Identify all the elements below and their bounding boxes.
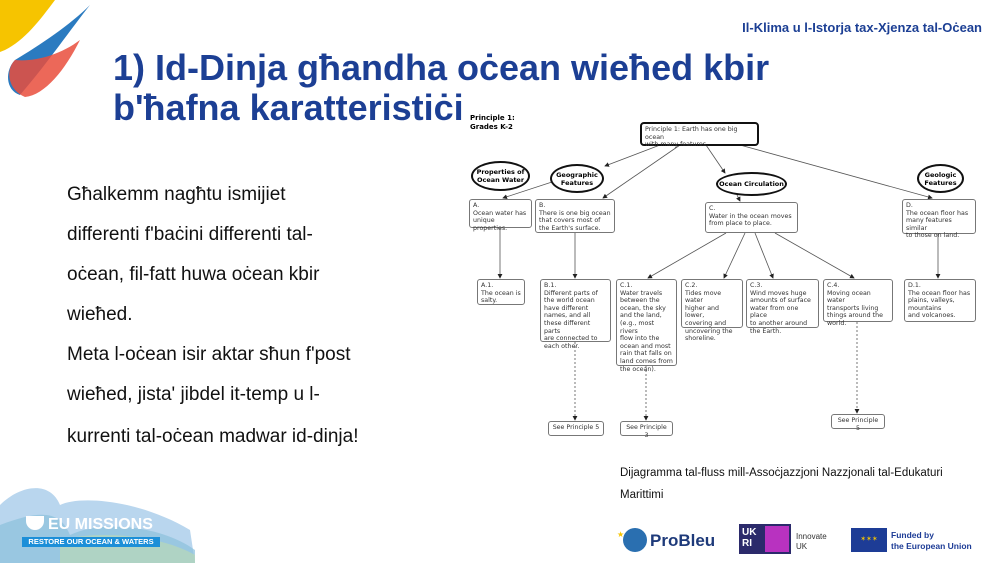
box-d1: D.1. The ocean floor has plains, valleys…: [904, 279, 976, 322]
oval-properties: Properties of Ocean Water: [471, 161, 530, 191]
box-c3: C.3. Wind moves huge amounts of surface …: [746, 279, 819, 335]
box-a: A. Ocean water has unique properties.: [469, 199, 532, 232]
oval-geologic: Geologic Features: [917, 164, 964, 193]
eu-missions-logo: EU MISSIONS RESTORE OUR OCEAN & WATERS: [0, 480, 200, 563]
body-text: differenti f'baċini differenti tal-: [67, 224, 313, 245]
body-text: kurrenti tal-oċean madwar id-dinja!: [67, 426, 359, 447]
box-b1: B.1. Different parts of the world ocean …: [540, 279, 611, 350]
body-text: wieħed, jista' jibdel it-temp u l-: [67, 384, 320, 405]
page-title: 1) Id-Dinja għandha oċean wieħed kbir b'…: [113, 47, 770, 128]
box-b: B. There is one big ocean that covers mo…: [535, 199, 615, 233]
box-a1: A.1. The ocean is salty.: [477, 279, 525, 305]
diagram-label: Principle 1: Grades K-2: [470, 114, 515, 131]
body-text: Meta l-oċean isir aktar sħun f'post: [67, 344, 351, 365]
box-c: C. Water in the ocean moves from place t…: [705, 202, 798, 233]
box-d: D. The ocean floor has many features sim…: [902, 199, 976, 239]
box-c2: C.2. Tides move water higher and lower, …: [681, 279, 743, 342]
see-principle-5: See Principle 5: [548, 421, 604, 436]
eu-funded-text: Funded by the European Union: [891, 530, 972, 551]
course-title: Il-Klima u l-Istorja tax-Xjenza tal-Oċea…: [742, 20, 982, 35]
see-principle-5: See Principle 5: [831, 414, 885, 432]
box-c4: C.4. Moving ocean water transports livin…: [823, 279, 893, 327]
body-text: wieħed.: [67, 304, 133, 325]
corner-logo: [0, 0, 90, 97]
probleu-icon: ★: [617, 526, 647, 554]
body-text: oċean, fil-fatt huwa oċean kbir: [67, 264, 320, 285]
eu-flag-icon: ✶✶✶: [851, 528, 887, 552]
oval-circulation: Ocean Circulation: [716, 172, 787, 196]
root-box: Principle 1: Earth has one big ocean wit…: [640, 122, 759, 148]
box-c1: C.1. Water travels between the ocean, th…: [616, 279, 677, 373]
innovate-uk-text: Innovate UK: [796, 532, 827, 551]
probleu-logo: ProBleu: [650, 531, 716, 550]
diagram-caption: Dijagramma tal-fluss mill-Assoċjazzjoni …: [620, 467, 943, 501]
body-text: Għalkemm nagħtu ismijiet: [67, 184, 286, 205]
oval-geographic: Geographic Features: [550, 164, 604, 193]
see-principle-3: See Principle 3: [620, 421, 673, 439]
